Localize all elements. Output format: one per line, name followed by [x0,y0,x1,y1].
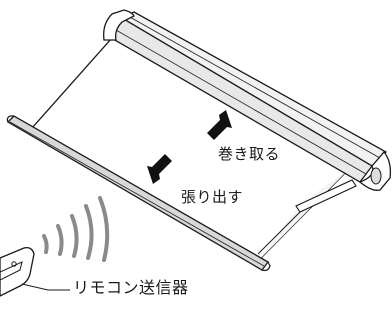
remote-leader-line [21,283,70,291]
remote-control [0,246,70,297]
extend-label: 張り出す [181,188,244,206]
retract-arrow-icon [207,110,232,140]
signal-waves-icon [42,196,110,262]
retract-label: 巻き取る [218,145,281,163]
extend-arrow-icon [147,154,172,184]
support-arm [257,179,357,255]
front-bar [6,115,271,272]
remote-label: リモコン送信器 [73,278,189,297]
cassette-housing [103,9,392,191]
